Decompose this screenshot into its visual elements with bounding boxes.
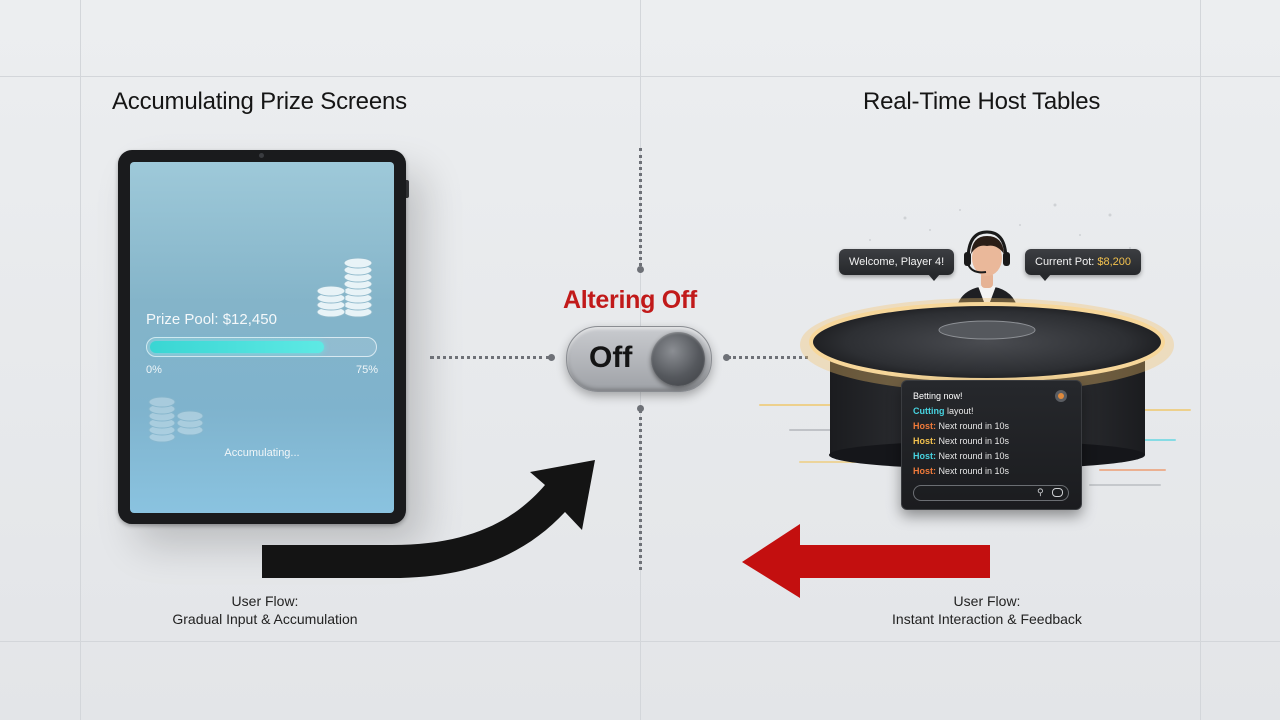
altering-off-label: Altering Off [563, 286, 697, 314]
connector-dot [637, 405, 644, 412]
emoji-icon[interactable] [1052, 488, 1063, 497]
host-table-top [809, 302, 1165, 382]
tablet-side-button [406, 180, 409, 198]
chat-message-sender: Cutting [913, 406, 947, 416]
connector-dot [637, 266, 644, 273]
progress-min-label: 0% [146, 364, 162, 376]
coin-stack-icon [148, 396, 204, 443]
caption-text: Instant Interaction & Feedback [892, 611, 1082, 627]
chat-message-sender: Host: [913, 421, 939, 431]
caption-title: User Flow: [953, 593, 1021, 609]
prize-progress-fill [150, 341, 324, 353]
chat-avatar-icon [1055, 390, 1067, 402]
search-icon[interactable]: ⚲ [1037, 487, 1044, 497]
chat-message-text: Next round in 10s [938, 421, 1010, 431]
connector-dot [723, 354, 730, 361]
chat-message-text: layout! [947, 406, 974, 416]
curved-flow-arrow [262, 460, 595, 578]
connector-dotted-line [639, 410, 642, 570]
chat-message: Host: Next round in 10s [913, 451, 1009, 461]
connector-dotted-line [430, 356, 550, 359]
right-caption: User Flow: Instant Interaction & Feedbac… [872, 592, 1102, 628]
chat-message: Betting now! [913, 391, 963, 401]
headset-icon [966, 230, 1008, 261]
grid-line [80, 0, 81, 720]
chat-message: Host: Next round in 10s [913, 436, 1009, 446]
current-pot-speech-bubble: Current Pot: $8,200 [1025, 249, 1142, 281]
right-heading: Real-Time Host Tables [863, 88, 1101, 115]
chat-message-sender: Host: [913, 436, 939, 446]
grid-line [0, 641, 1280, 642]
connector-dotted-line [728, 356, 808, 359]
toggle-state-label: Off [589, 341, 633, 374]
connector-dotted-line [639, 148, 642, 272]
prize-progress-bar [146, 337, 377, 357]
caption-text: Gradual Input & Accumulation [172, 611, 358, 627]
camera-icon [259, 153, 264, 158]
left-heading: Accumulating Prize Screens [112, 88, 407, 115]
grid-line [1200, 0, 1201, 720]
pot-amount: $8,200 [1097, 256, 1132, 268]
prize-pool-value: Prize Pool: $12,450 [146, 311, 277, 328]
toggle-knob[interactable] [651, 332, 705, 386]
prize-screen: Prize Pool: $12,450 0% 75% Accumulating.… [130, 162, 394, 513]
prize-tablet: Prize Pool: $12,450 0% 75% Accumulating.… [118, 150, 406, 524]
chat-message: Cutting layout! [913, 406, 974, 416]
progress-max-label: 75% [356, 364, 379, 376]
chat-message-text: Next round in 10s [938, 436, 1010, 446]
chat-input[interactable]: ⚲ [913, 485, 1069, 501]
chat-message: Host: Next round in 10s [913, 421, 1009, 431]
chat-message-text: Betting now! [913, 391, 963, 401]
chat-message-sender: Host: [913, 466, 939, 476]
caption-title: User Flow: [231, 593, 299, 609]
pot-label: Current Pot: [1035, 256, 1095, 268]
grid-line [0, 76, 1280, 77]
sparkle-particles [869, 203, 1131, 249]
host-chat-panel: Betting now! Cutting layout! Host: Next ro… [901, 380, 1082, 510]
chat-message: Host: Next round in 10s [913, 466, 1009, 476]
connector-dot [548, 354, 555, 361]
welcome-speech-bubble: Welcome, Player 4! [839, 249, 955, 281]
altering-toggle-switch[interactable]: Off [566, 326, 712, 392]
coin-stack-icon [316, 257, 373, 318]
left-caption: User Flow: Gradual Input & Accumulation [150, 592, 380, 628]
chat-message-text: Next round in 10s [938, 466, 1010, 476]
chat-message-sender: Host: [913, 451, 939, 461]
accumulating-status: Accumulating... [224, 447, 300, 459]
left-flow-arrow [742, 524, 990, 598]
chat-message-text: Next round in 10s [938, 451, 1010, 461]
